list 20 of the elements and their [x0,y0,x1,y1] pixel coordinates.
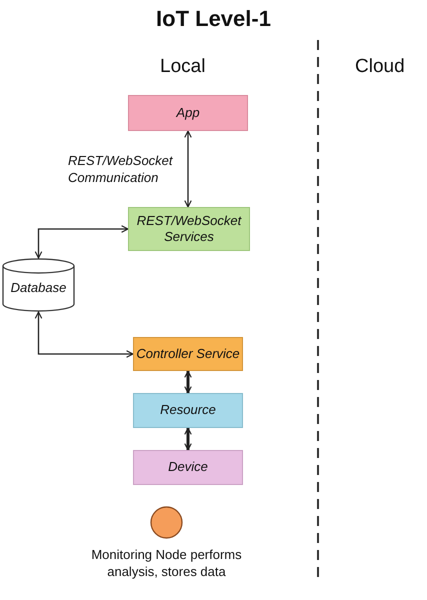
node-label: Resource [160,402,216,419]
title: IoT Level-1 [155,6,272,32]
process-box [128,207,250,251]
node-label: Controller Service [136,346,240,362]
process-box [133,337,243,371]
node-caption: Monitoring Node performs analysis, stores data [90,547,243,581]
node-label: Device [168,459,208,476]
column-heading: Local [160,56,206,78]
node-label: Database [10,278,66,296]
process-box [133,393,243,428]
double-arrow [184,130,192,208]
double-arrow [184,427,192,451]
double-arrow [34,311,134,358]
node-label: REST/WebSocket Services [136,212,243,246]
node-label: App [176,104,200,122]
double-arrow [184,370,192,394]
process-box [133,450,243,485]
process-box [128,95,248,131]
column-heading: Cloud [355,56,405,78]
double-arrow [34,225,129,259]
